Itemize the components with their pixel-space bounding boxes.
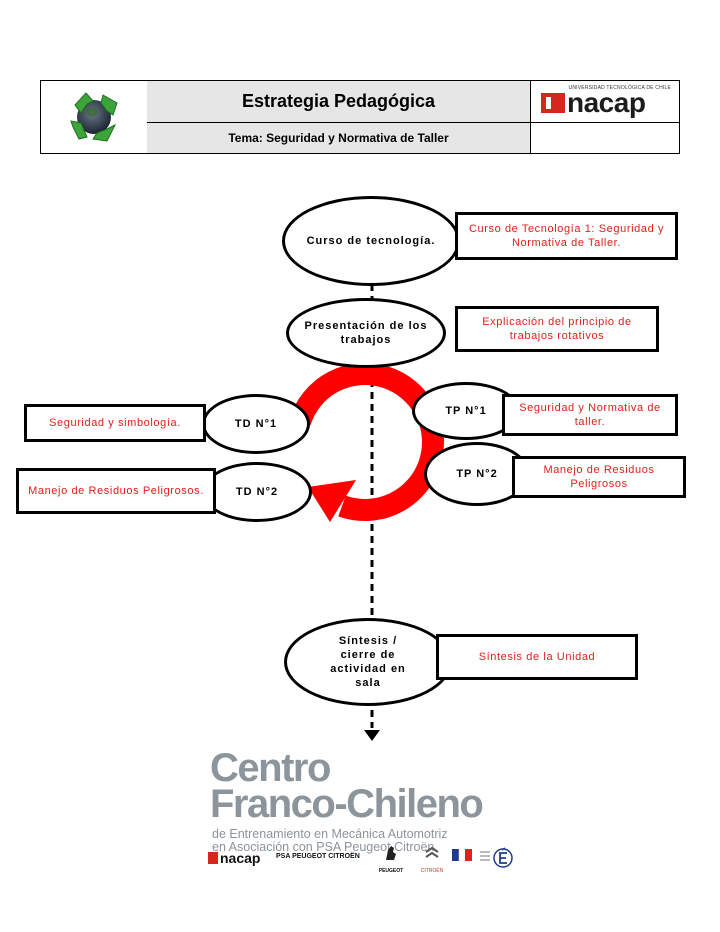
box-td2: Manejo de Residuos Peligrosos. xyxy=(16,468,216,514)
brand-tagline: UNIVERSIDAD TECNOLÓGICA DE CHILE xyxy=(568,85,671,91)
centro-franco-chileno-logo: Centro Franco-Chileno de Entrenamiento e… xyxy=(210,746,510,854)
node-curso: Curso de tecnología. xyxy=(282,196,460,286)
peugeot-lion-icon xyxy=(386,846,396,860)
flow-diagram: Curso de tecnología. Curso de Tecnología… xyxy=(0,160,720,750)
sponsor-psa-logo: PSA PEUGEOT CITROËN xyxy=(276,853,360,860)
down-arrow-icon xyxy=(364,730,380,741)
brand-name: nacap xyxy=(567,87,646,118)
inacap-mark-icon xyxy=(541,93,565,113)
logo-line-1: Centro xyxy=(210,746,331,790)
sponsor-peugeot-logo: PEUGEOT xyxy=(376,844,406,874)
box-presentacion: Explicación del principio de trabajos ro… xyxy=(455,306,659,352)
node-sintesis: Síntesis / cierre de actividad en sala xyxy=(284,618,452,706)
sponsor-citroen-logo: CITROËN xyxy=(418,844,446,874)
recycle-globe-icon xyxy=(70,92,118,142)
header-table: Estrategia Pedagógica UNIVERSIDAD TECNOL… xyxy=(40,80,680,154)
page-title: Estrategia Pedagógica xyxy=(147,81,531,123)
blank-cell xyxy=(531,123,679,153)
logo-line-2: Franco-Chileno xyxy=(210,782,484,826)
sponsor-inacap-logo: nacap xyxy=(208,850,272,866)
citroen-chevrons-icon xyxy=(425,846,439,858)
box-curso: Curso de Tecnología 1: Seguridad y Norma… xyxy=(455,212,678,260)
logo-line-3: de Entrenamiento en Mecánica Automotriz xyxy=(212,827,448,841)
node-td1: TD N°1 xyxy=(202,394,310,454)
page-subtitle: Tema: Seguridad y Normativa de Taller xyxy=(147,123,531,153)
box-tp1: Seguridad y Normativa de taller. xyxy=(502,394,678,436)
french-flag-logo xyxy=(452,848,472,868)
box-td1: Seguridad y simbología. xyxy=(24,404,206,442)
ecole-logo xyxy=(478,844,514,870)
node-td2: TD N°2 xyxy=(202,462,312,522)
sponsor-inacap-name: nacap xyxy=(220,850,261,866)
logo-line-4: en Asociación con PSA Peugeot Citroën xyxy=(212,840,435,854)
box-sintesis: Síntesis de la Unidad xyxy=(436,634,638,680)
box-tp2: Manejo de Residuos Peligrosos xyxy=(512,456,686,498)
rotation-arrow-head xyxy=(308,480,356,522)
french-flag-icon xyxy=(452,848,472,862)
sponsor-logos: nacap PSA PEUGEOT CITROËN PEUGEOT CITROË… xyxy=(208,842,518,874)
sponsor-citroen-name: CITROËN xyxy=(420,868,444,874)
inacap-logo: UNIVERSIDAD TECNOLÓGICA DE CHILE nacap xyxy=(541,85,671,119)
brand-cell: UNIVERSIDAD TECNOLÓGICA DE CHILE nacap xyxy=(531,81,679,123)
node-presentacion: Presentación de los trabajos xyxy=(286,298,446,368)
sponsor-peugeot-name: PEUGEOT xyxy=(378,868,404,874)
inacap-mark-icon xyxy=(208,852,218,864)
logo-cell xyxy=(41,81,148,153)
ecole-e-icon xyxy=(480,847,513,868)
